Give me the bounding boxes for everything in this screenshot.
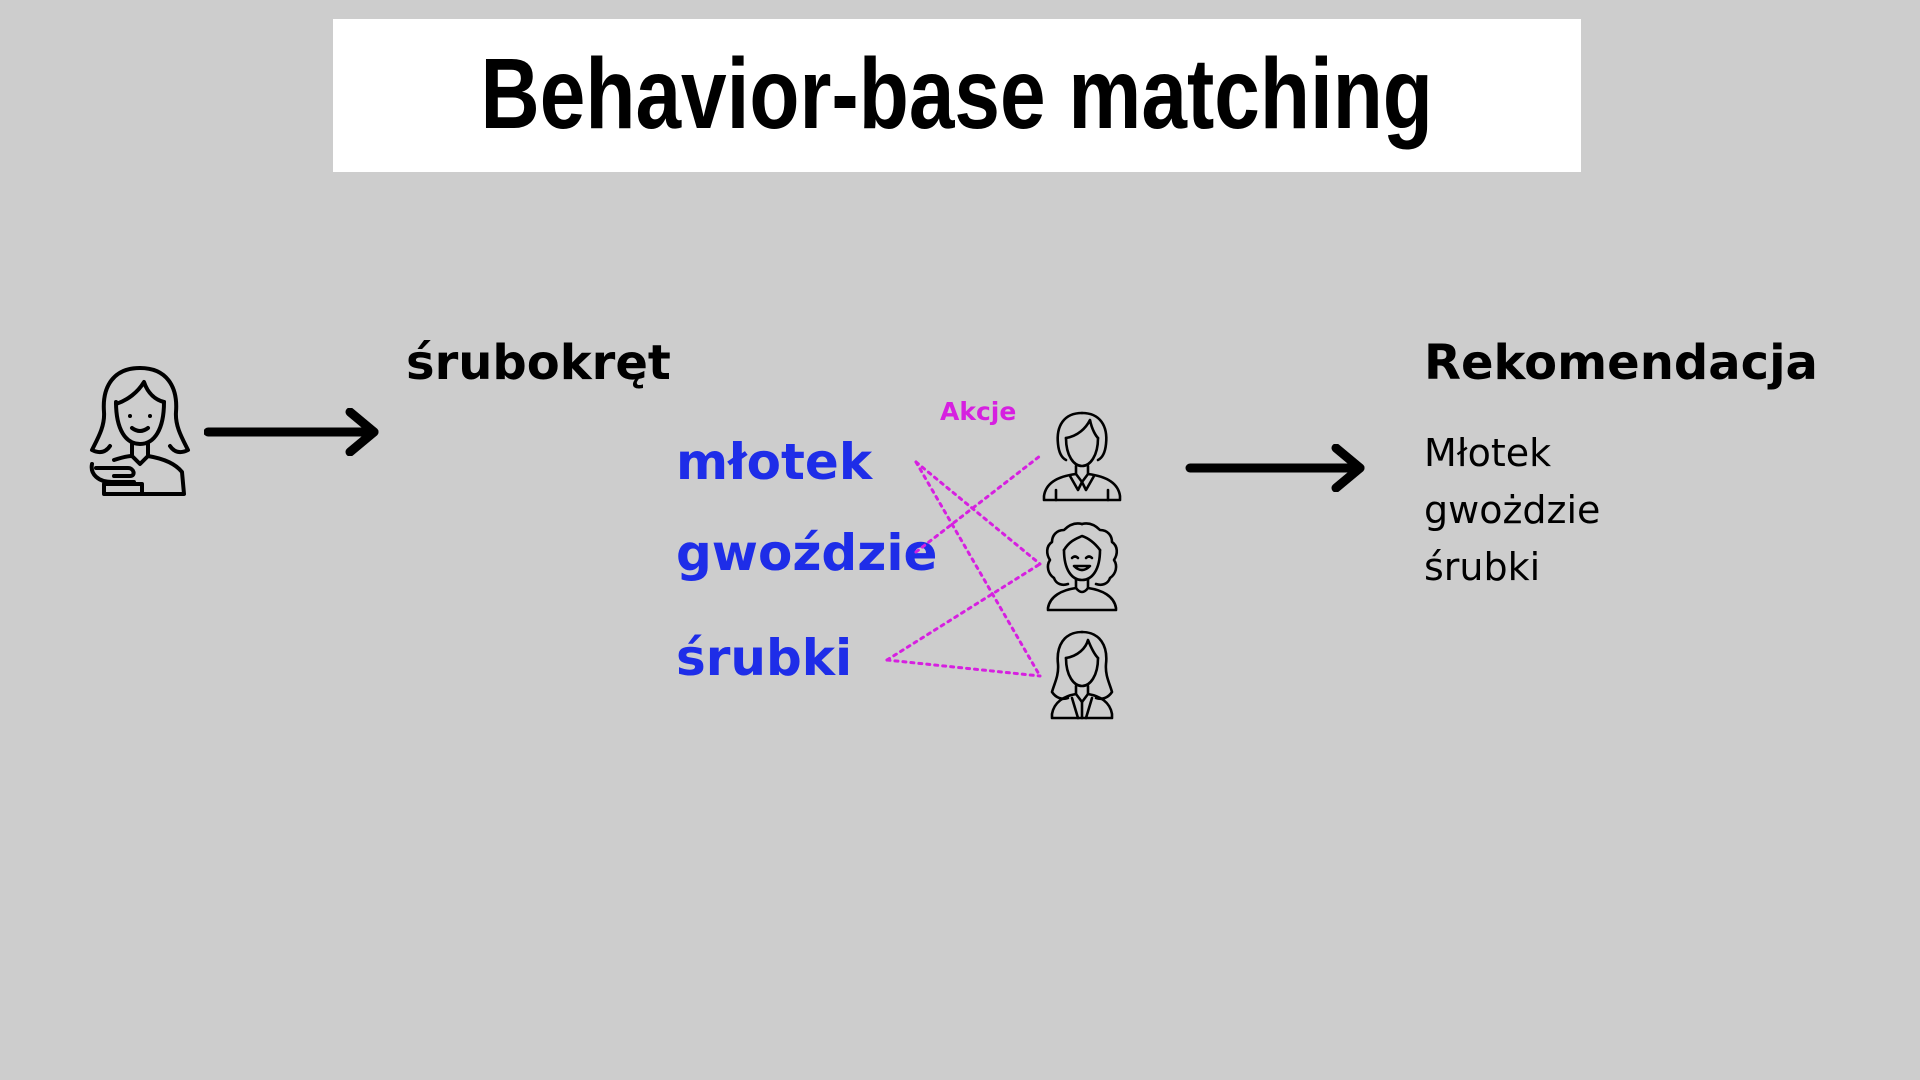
product-item-mlotek: młotek: [676, 433, 873, 491]
product-item-gwozdzie: gwoździe: [676, 524, 938, 582]
recommendation-item: śrubki: [1424, 545, 1541, 589]
recommendation-heading: Rekomendacja: [1424, 335, 1818, 391]
arrow-to-recommendation-icon: [1184, 443, 1368, 493]
recommendation-list: Młotek gwożdzie śrubki: [1424, 425, 1600, 596]
customer-woman-icon: [84, 364, 196, 498]
recommendation-item: gwożdzie: [1424, 488, 1601, 532]
page-title: Behavior-base matching: [480, 37, 1434, 150]
product-item-srubki: śrubki: [676, 629, 853, 687]
woman-short-hair-icon: [1040, 410, 1124, 502]
actions-label: Akcje: [940, 397, 1017, 426]
title-box: Behavior-base matching: [333, 19, 1581, 172]
recommendation-item: Młotek: [1424, 431, 1552, 475]
query-product-label: śrubokręt: [406, 335, 671, 391]
woman-long-hair-icon: [1046, 628, 1118, 720]
arrow-to-query-icon: [203, 407, 382, 457]
action-line: [885, 658, 1042, 678]
woman-curly-hair-icon: [1044, 520, 1120, 612]
